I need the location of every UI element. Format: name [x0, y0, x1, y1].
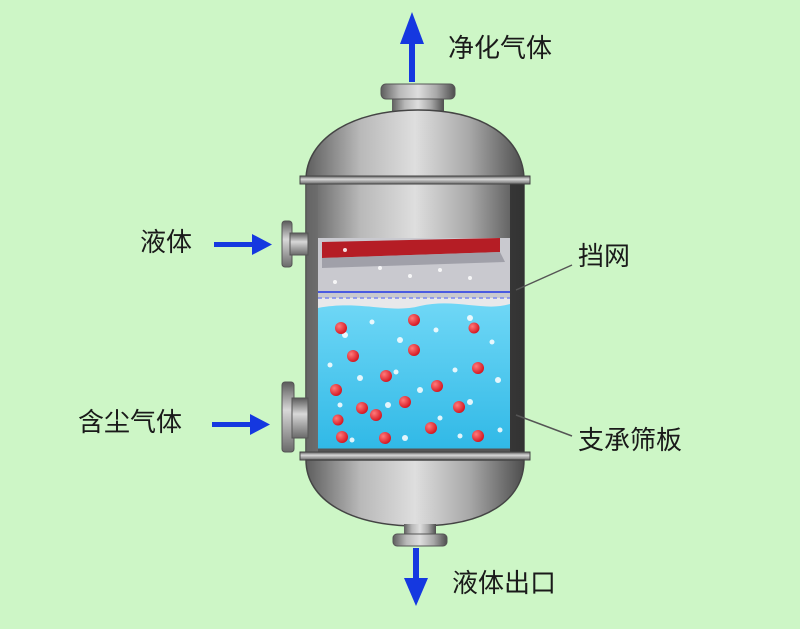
bottom-outlet-nozzle [392, 524, 448, 547]
dust-droplets [330, 314, 484, 444]
arrow-right-icon [212, 414, 270, 435]
label-liquid-outlet: 液体出口 [452, 569, 557, 599]
label-liquid-in: 液体 [140, 228, 193, 258]
arrow-down-icon [404, 548, 428, 606]
arrow-right-icon [214, 234, 272, 255]
top-dome [305, 109, 525, 181]
label-support-sieve-plate: 支承筛板 [578, 426, 683, 456]
baffle-net [318, 238, 510, 299]
gas-inlet-nozzle [281, 381, 309, 453]
gas-bubbles [327, 248, 503, 443]
liquid-inlet-nozzle [281, 220, 309, 268]
label-dusty-gas: 含尘气体 [78, 408, 183, 438]
sieve-plate-leader [515, 414, 573, 437]
arrow-up-icon [400, 12, 424, 82]
bottom-dome [305, 459, 525, 527]
baffle-net-leader [515, 264, 573, 291]
liquid-pool [318, 303, 510, 452]
label-baffle-net: 挡网 [578, 242, 631, 272]
label-purified-gas: 净化气体 [448, 34, 553, 64]
